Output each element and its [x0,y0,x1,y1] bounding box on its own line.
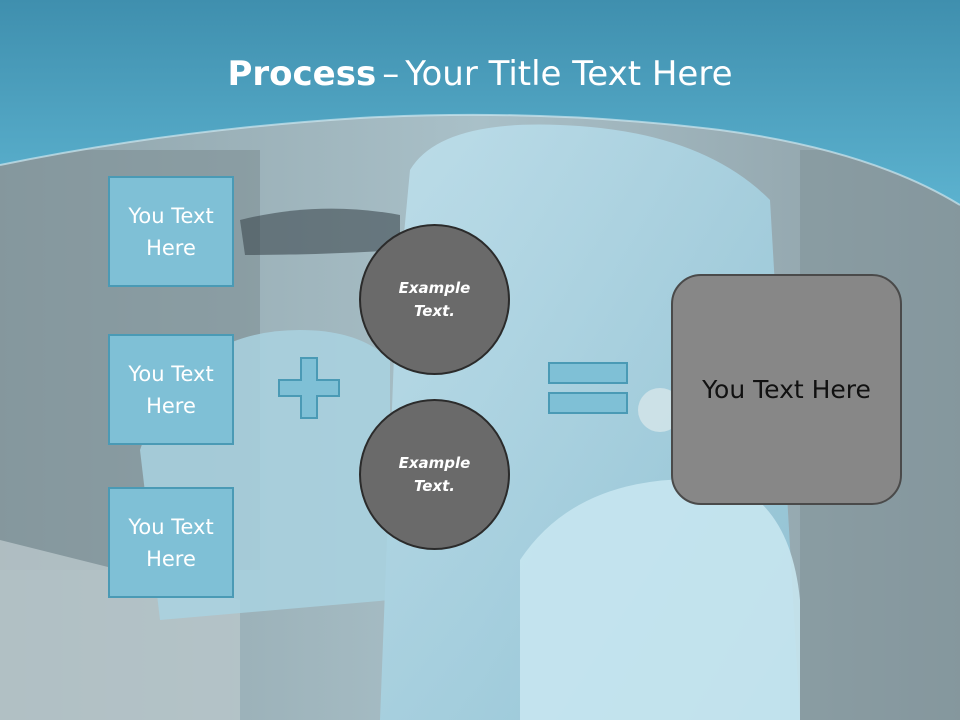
result-label: You Text Here [702,374,871,404]
text-box-label: You Text Here [128,203,214,260]
text-box-1[interactable]: You Text Here [108,176,234,287]
text-box-3[interactable]: You Text Here [108,487,234,598]
result-box[interactable]: You Text Here [671,274,902,505]
title-bold: Process [227,54,377,94]
title-rest: Your Title Text Here [405,54,733,94]
circle-label: Example Text. [398,453,471,495]
equals-icon [548,362,628,414]
title-dash: – [382,54,400,94]
example-circle-2[interactable]: Example Text. [359,399,510,550]
text-box-label: You Text Here [128,514,214,571]
text-box-label: You Text Here [128,361,214,418]
plus-icon [278,357,340,419]
text-box-2[interactable]: You Text Here [108,334,234,445]
example-circle-1[interactable]: Example Text. [359,224,510,375]
circle-label: Example Text. [398,278,471,320]
slide-title: Process–Your Title Text Here [0,52,960,96]
